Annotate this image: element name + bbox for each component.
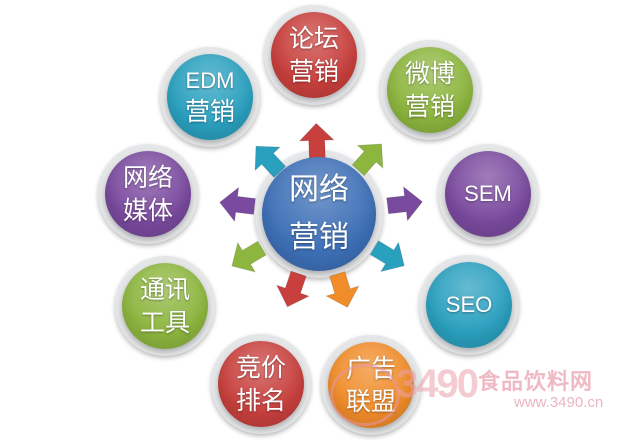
node-wangluo-meiti: 网络媒体 [98,144,198,244]
node-label-line: 论坛 [288,24,339,53]
center-node: 网络 营销 [255,150,383,278]
node-sem: SEM [438,144,538,244]
node-label-seo: SEO [446,290,492,319]
node-label-guanggao: 广告联盟 [346,352,396,418]
node-edm: EDM 营销 [160,47,260,147]
node-label-tongxun: 通讯工具 [140,273,190,339]
node-label-edm: EDM 营销 [185,66,235,128]
node-label-line: 营销 [184,97,235,127]
node-label-line: 媒体 [122,196,173,225]
arrow-to-jingjia [275,270,311,308]
center-label-line-2: 营销 [289,220,349,255]
node-label-sem: SEM [464,179,512,208]
arrow-to-edm [254,145,287,179]
node-label-line: 排名 [235,386,286,415]
center-label-line-1: 网络 [289,172,349,207]
node-label-line: 营销 [404,92,455,121]
node-jingjia: 竞价排名 [211,334,311,434]
node-guanggao: 广告联盟 [321,335,421,435]
node-label-jingjia: 竞价排名 [236,351,286,417]
node-luntan: 论坛营销 [264,5,364,105]
node-tongxun: 通讯工具 [115,256,215,356]
node-label-line: 竞价 [235,353,286,382]
node-label-line: 网络 [122,163,173,192]
arrow-to-guanggao [324,270,360,309]
node-label-line: 广告 [345,354,396,383]
node-label-wangluo-meiti: 网络媒体 [123,161,173,227]
arrow-to-weibo [351,143,384,177]
node-label-line: SEO [445,292,493,318]
node-weibo: 微博营销 [380,40,480,140]
arrow-to-wangluo-meiti [219,186,256,223]
arrow-to-seo [369,240,405,273]
node-label-line: 联盟 [345,387,396,416]
arrow-to-tongxun [231,240,267,273]
node-label-line: SEM [464,181,512,207]
node-seo: SEO [419,255,519,355]
node-label-weibo: 微博营销 [405,57,455,123]
node-label-line: 微博 [404,59,455,88]
node-label-line: 工具 [139,308,190,337]
node-label-luntan: 论坛营销 [289,22,339,88]
arrow-to-sem [386,185,424,222]
node-label-line: EDM [185,67,235,93]
arrow-to-luntan [298,122,335,160]
node-label-line: 营销 [288,57,339,86]
node-label-line: 通讯 [139,275,190,304]
